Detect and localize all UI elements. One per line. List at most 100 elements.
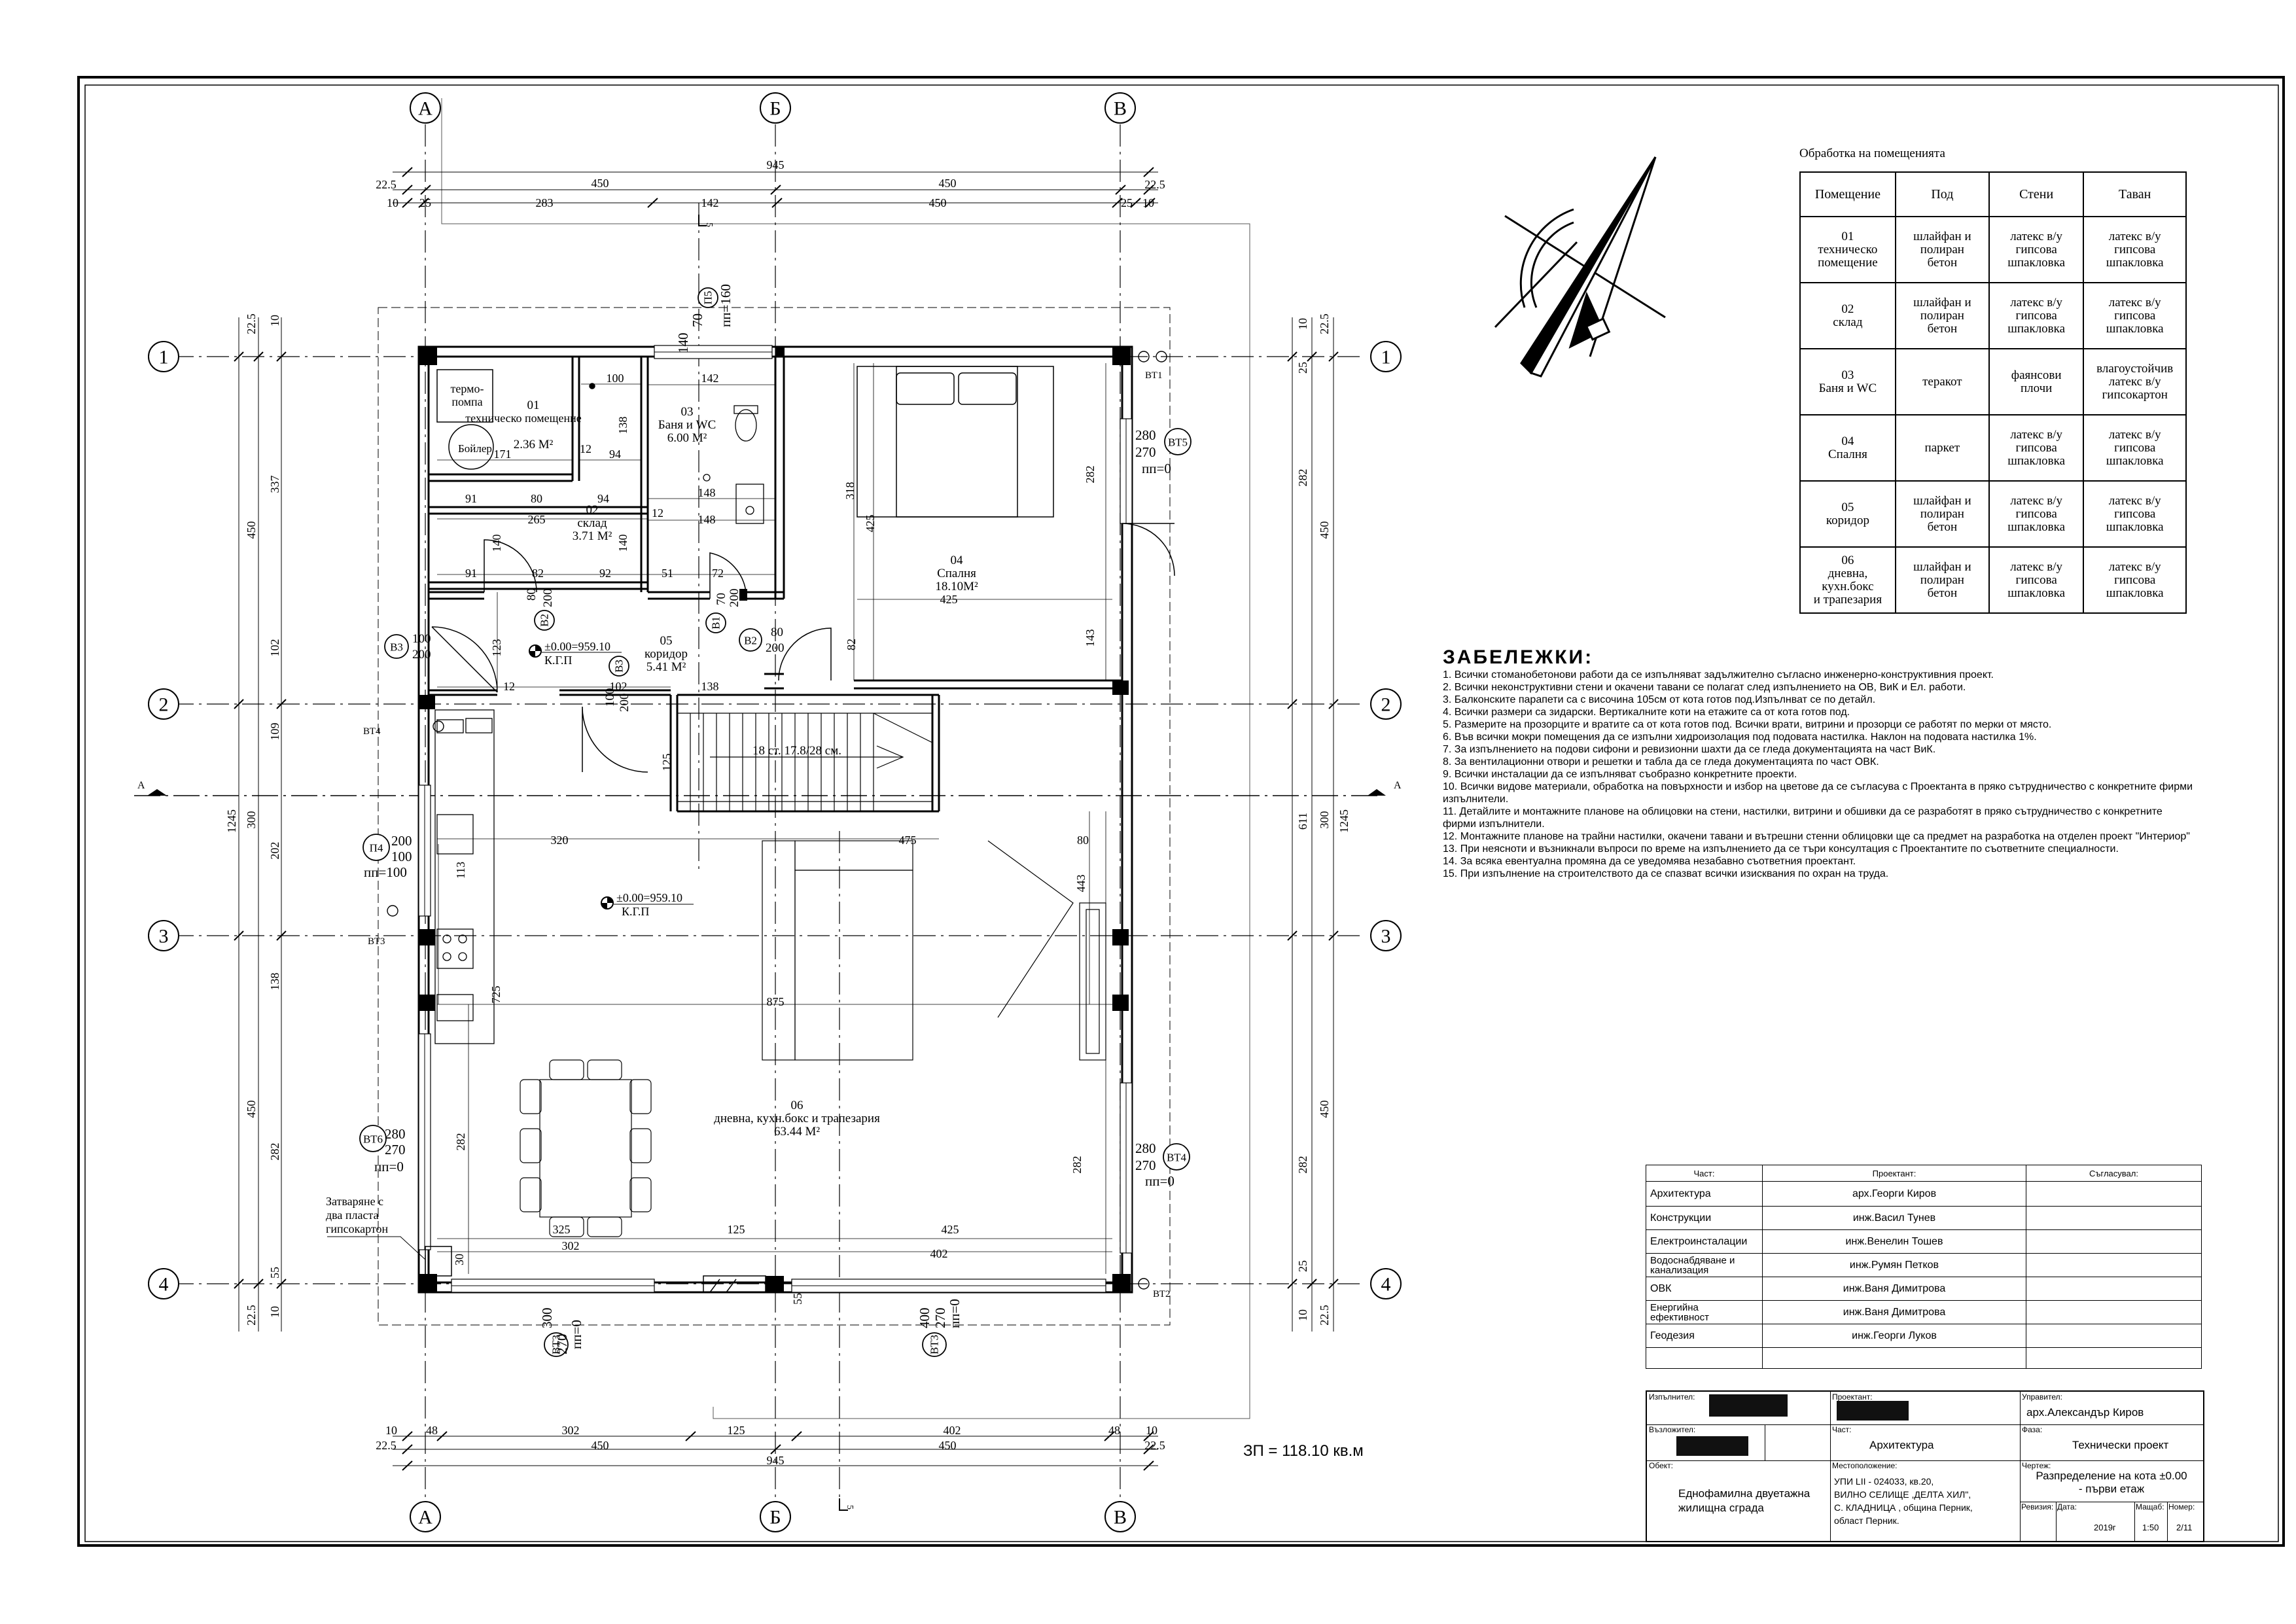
dim-int-92: 92 [599, 567, 611, 580]
dim-int-320: 320 [551, 834, 569, 847]
dim-bot-48r: 48 [1108, 1424, 1120, 1437]
dim-int-82v: 82 [845, 639, 858, 650]
level-1-value: ±0.00=959.10 [544, 640, 610, 653]
window-vt4-w: 280 [1135, 1140, 1156, 1156]
dim-int-875: 875 [767, 995, 785, 1008]
dim-left-total: 1245 [225, 809, 238, 833]
dim-int-318v: 318 [843, 482, 857, 500]
axis-label-2-right: 2 [1381, 694, 1391, 716]
opening-glass [424, 351, 1127, 1286]
dim-top-25r: 25 [1121, 196, 1133, 209]
coordination-header: Част: Проектант: Съгласувал: [1646, 1165, 2202, 1182]
kitchen [434, 709, 495, 1044]
note-item: 13. При неясноти и възникнали въпроси по… [1443, 843, 2119, 855]
door-v3a-w: 100 [412, 632, 431, 646]
dim-top-283: 283 [536, 196, 554, 209]
tb-scale-label: Мащаб: [2136, 1502, 2164, 1511]
coordination-row: Конструкции инж.Васил Тунев [1646, 1206, 2202, 1230]
dim-int-72: 72 [712, 567, 724, 580]
axis-bubble-v-top [1104, 92, 1136, 124]
note-item: 10. Всички видове материали, обработка н… [1443, 781, 2193, 805]
coordination-row: Електроинсталации инж.Венелин Тошев [1646, 1229, 2202, 1254]
coord-h-designer: Проектант: [1762, 1165, 2026, 1182]
coord-part: Енергийна ефективност [1646, 1300, 1763, 1324]
note-item: 7. За изпълнението на подови сифони и ре… [1443, 744, 1936, 755]
dim-bot-302: 302 [562, 1424, 580, 1437]
coord-designer: инж.Васил Тунев [1762, 1206, 2026, 1230]
window-vt6-h: 270 [385, 1142, 406, 1157]
dim-int-125: 125 [728, 1223, 745, 1236]
coordination-spacer [1646, 1347, 2202, 1369]
section-markers: А А 5 5 [137, 215, 1402, 1511]
room-03-name: Баня и WC [658, 418, 716, 432]
door-v2b-w: 80 [771, 626, 783, 639]
axis-bubbles [148, 92, 1402, 1532]
dim-int-325: 325 [553, 1223, 571, 1236]
dim-int-171: 171 [494, 448, 512, 461]
dim-left-102: 102 [268, 639, 281, 657]
dim-int-80: 80 [531, 492, 542, 505]
door-v3b-h: 200 [618, 694, 631, 713]
dim-left-450b: 450 [245, 1101, 258, 1118]
window-vt5-sill: пп=0 [1142, 461, 1171, 476]
tb-drawing: Разпределение на кота ±0.00- първи етаж [2036, 1470, 2187, 1495]
axis-bubble-a-bottom [410, 1501, 441, 1532]
window-tag-vt3a: ВТ3 [550, 1335, 563, 1354]
dim-top-142: 142 [701, 196, 719, 209]
inner-frame [84, 84, 2279, 1542]
dim-int-30v: 30 [453, 1254, 466, 1265]
tb-designer-redacted [1837, 1401, 1909, 1421]
dim-int-12b: 12 [652, 506, 663, 520]
coord-designer: арх.Георги Киров [1762, 1181, 2026, 1207]
finishes-cell: теракот [1894, 348, 1990, 415]
closing-line-3: гипсокартон [326, 1222, 388, 1235]
window-p4-w: 200 [391, 833, 412, 849]
coord-approved [2026, 1181, 2202, 1207]
window-p4-h: 100 [391, 849, 412, 864]
coordination-row: ОВК инж.Ваня Димитрова [1646, 1277, 2202, 1301]
columns [419, 347, 1131, 1292]
dim-right-22: 22.5 [1318, 313, 1331, 334]
dim-right-total: 1245 [1337, 809, 1351, 833]
window-vt3b-h: 270 [932, 1308, 948, 1329]
note-item: 15. При изпълнение на строителството да … [1443, 868, 1889, 879]
room-06-area: 63.44 M² [774, 1125, 820, 1139]
door-tag-v2a: В2 [539, 614, 551, 627]
axis-bubble-a-top [410, 92, 441, 124]
window-tag-p4: П4 [370, 842, 383, 855]
axis-label-b-bottom: Б [769, 1507, 781, 1528]
dim-int-125v: 125 [660, 754, 673, 771]
dim-left-282: 282 [268, 1143, 281, 1161]
room-03-num: 03 [681, 405, 694, 419]
coord-approved [2026, 1229, 2202, 1254]
tb-drawing-label: Чертеж: [2022, 1461, 2051, 1470]
dim-top-22: 22.5 [376, 178, 397, 191]
pipe-vt4: ВТ4 [363, 726, 381, 737]
dim-left-337: 337 [268, 476, 281, 493]
dim-right-450b: 450 [1318, 1101, 1331, 1118]
tb-revision-label: Ревизия: [2021, 1502, 2054, 1511]
axis-bubble-v-bottom [1104, 1501, 1136, 1532]
door-tags [384, 610, 762, 677]
finishes-h-ceiling: Таван [2083, 171, 2187, 217]
outer-frame [77, 76, 2285, 1547]
tb-number: 2/11 [2176, 1523, 2193, 1532]
window-p5-w: 70 [690, 313, 705, 327]
door-swings [431, 523, 1175, 773]
finishes-cell: паркет [1894, 414, 1990, 482]
coord-designer: инж.Румян Петков [1762, 1253, 2026, 1277]
